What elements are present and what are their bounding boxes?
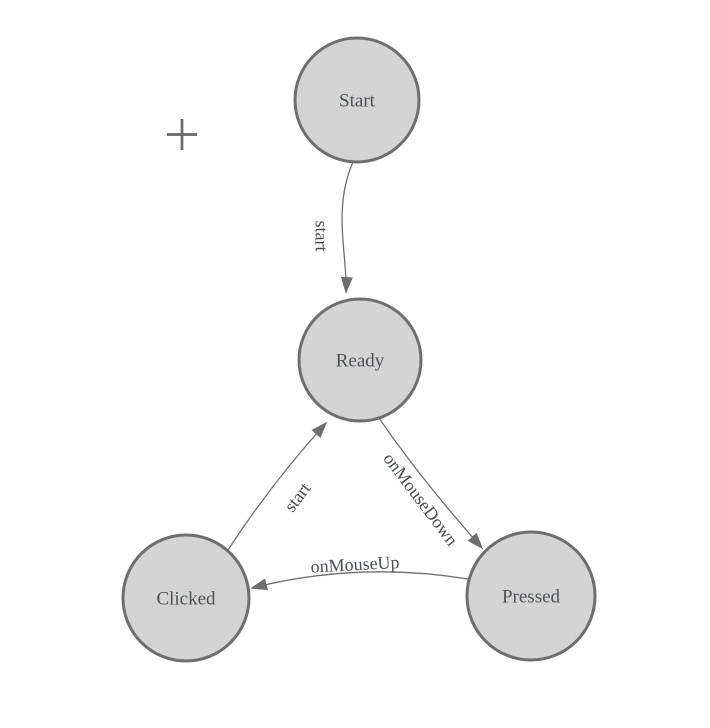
edge-clicked-to-ready: start (225, 421, 328, 554)
state-node-start[interactable]: Start (293, 36, 421, 164)
edge-path-ready-to-pressed[interactable] (378, 417, 484, 550)
edge-path-clicked-to-ready[interactable] (225, 421, 328, 554)
state-node-clicked[interactable]: Clicked (121, 533, 251, 663)
state-circle-clicked[interactable] (121, 533, 251, 663)
edge-path-start-to-ready[interactable] (340, 161, 354, 294)
edge-ready-to-pressed: onMouseDown (378, 417, 484, 550)
plus-icon[interactable] (167, 119, 197, 150)
edge-label-onmousedown: onMouseDown (379, 449, 462, 550)
edge-pressed-to-clicked: onMouseUp (250, 552, 469, 591)
edge-path-pressed-to-clicked[interactable] (250, 571, 469, 591)
state-node-pressed[interactable]: Pressed (465, 530, 597, 662)
state-circle-pressed[interactable] (465, 530, 597, 662)
edge-label-start-2: start (280, 479, 315, 516)
edge-label-start: start (312, 221, 332, 252)
state-circle-ready[interactable] (297, 297, 423, 423)
state-node-ready[interactable]: Ready (297, 297, 423, 423)
state-circle-start[interactable] (293, 36, 421, 164)
edge-start-to-ready: start (312, 161, 354, 294)
